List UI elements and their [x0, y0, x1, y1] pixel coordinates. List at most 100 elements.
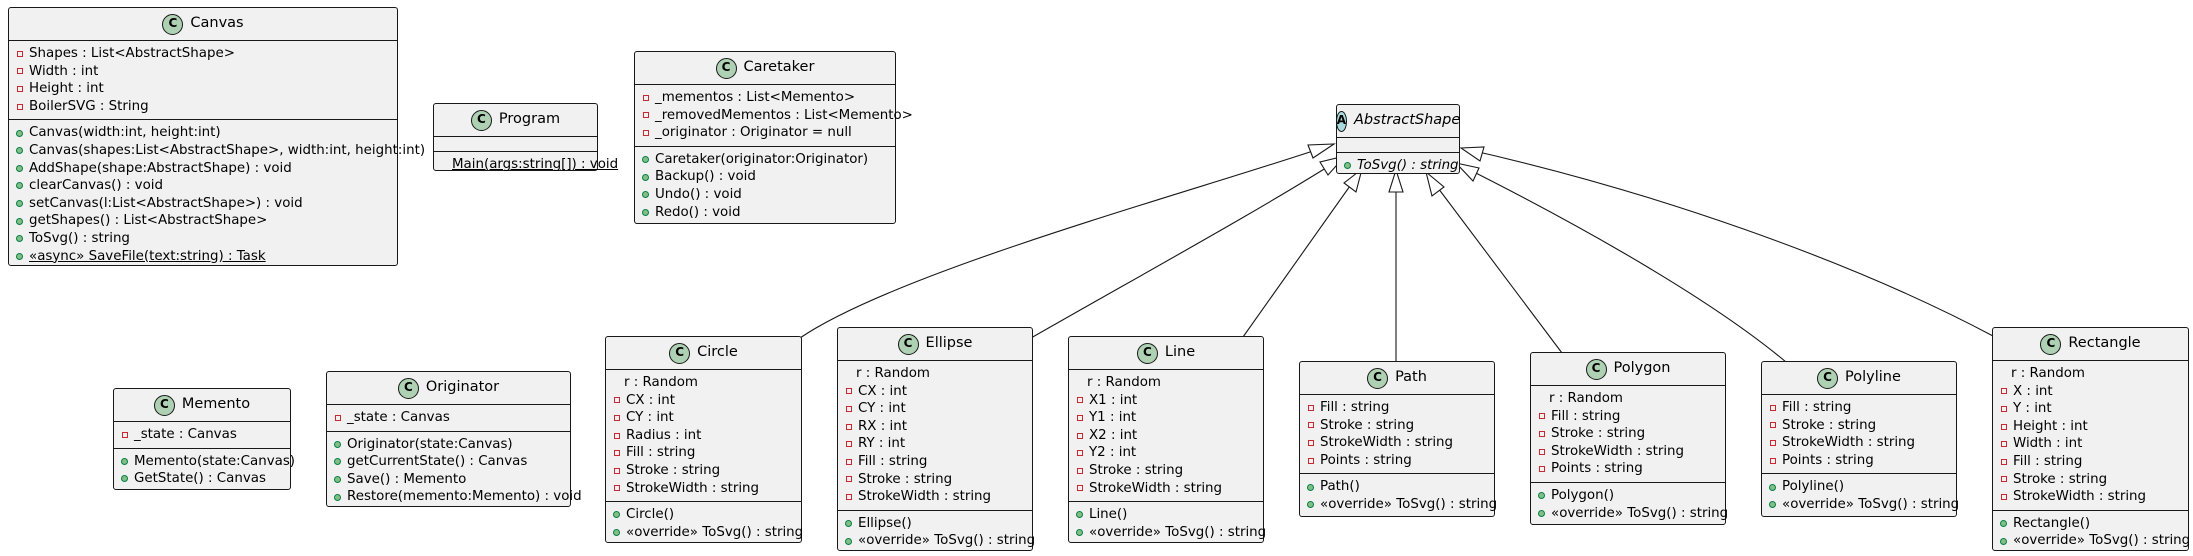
public-visibility-icon — [333, 493, 342, 501]
field-text: X : int — [2013, 383, 2053, 399]
class-icon: C — [1367, 367, 1389, 389]
field-row: Width : int — [9, 63, 397, 81]
field-text: BoilerSVG : String — [29, 98, 149, 114]
method-text: getCurrentState() : Canvas — [347, 454, 528, 470]
methods-section: Polygon()«override» ToSvg() : string — [1531, 481, 1728, 526]
field-text: Points : string — [1320, 452, 1412, 468]
fields-section — [434, 136, 597, 151]
field-row: StrokeWidth : string — [606, 480, 801, 498]
edge-rectangle-to-abstractshape — [1460, 147, 1994, 337]
field-row: Y1 : int — [1069, 409, 1263, 427]
method-row: Canvas(width:int, height:int) — [9, 124, 397, 142]
methods-section: Polyline()«override» ToSvg() : string — [1762, 473, 1960, 517]
method-row: «override» ToSvg() : string — [1300, 496, 1497, 514]
method-row: clearCanvas() : void — [9, 177, 397, 195]
field-text: Fill : string — [626, 445, 696, 461]
method-row: ToSvg() : string — [9, 230, 397, 248]
field-text: Height : int — [29, 81, 104, 97]
public-visibility-icon — [1768, 501, 1777, 509]
field-row: Fill : string — [606, 444, 801, 462]
field-row: Fill : string — [1531, 408, 1725, 426]
private-visibility-icon — [1768, 404, 1777, 411]
private-visibility-icon — [15, 85, 24, 92]
public-visibility-icon — [612, 529, 621, 537]
private-visibility-icon — [1999, 458, 2008, 465]
public-visibility-icon — [15, 252, 24, 260]
field-row: Stroke : string — [1531, 425, 1725, 443]
method-text: Rectangle() — [2013, 515, 2091, 531]
field-text: RX : int — [858, 418, 907, 434]
public-visibility-icon — [1343, 162, 1352, 170]
field-row: Stroke : string — [1300, 417, 1494, 435]
field-text: r : Random — [624, 375, 698, 390]
private-visibility-icon — [1537, 413, 1546, 420]
field-text: r : Random — [1087, 375, 1161, 390]
method-row: «override» ToSvg() : string — [1993, 532, 2190, 550]
method-row: Polygon() — [1531, 487, 1725, 505]
private-visibility-icon — [1768, 422, 1777, 429]
field-row: Stroke : string — [606, 462, 801, 480]
field-text: Stroke : string — [1089, 462, 1184, 478]
class-icon: C — [470, 109, 492, 131]
method-text: «override» ToSvg() : string — [1782, 496, 1960, 512]
method-row: Backup() : void — [635, 168, 895, 186]
public-visibility-icon — [641, 191, 650, 199]
method-row: Circle() — [606, 506, 801, 524]
field-text: StrokeWidth : string — [1089, 480, 1223, 496]
field-text: _state : Canvas — [347, 410, 450, 425]
arrowhead-line — [1343, 167, 1363, 193]
method-text: Polygon() — [1551, 487, 1615, 503]
field-row: Points : string — [1300, 452, 1494, 470]
private-visibility-icon — [1999, 405, 2008, 412]
field-row: r : Random — [1069, 374, 1263, 392]
class-name: Path — [1395, 369, 1427, 386]
field-row: _mementos : List<Memento> — [635, 89, 895, 107]
field-text: Points : string — [1782, 452, 1874, 468]
private-visibility-icon — [612, 467, 621, 474]
private-visibility-icon — [844, 458, 853, 465]
private-visibility-icon — [1075, 450, 1084, 457]
method-text: getShapes() : List<AbstractShape> — [29, 213, 268, 229]
fields-section: _state : Canvas — [114, 421, 290, 448]
public-visibility-icon — [15, 129, 24, 137]
class-icon: C — [1585, 358, 1607, 380]
method-row: Undo() : void — [635, 186, 895, 204]
private-visibility-icon — [1075, 414, 1084, 421]
field-text: Fill : string — [1551, 408, 1621, 424]
private-visibility-icon — [1306, 439, 1315, 446]
field-row: r : Random — [1993, 365, 2188, 383]
class-name: AbstractShape — [1354, 112, 1461, 129]
field-text: r : Random — [2011, 366, 2085, 381]
class-icon: C — [897, 333, 919, 355]
method-text: Undo() : void — [655, 186, 742, 202]
private-visibility-icon — [120, 431, 129, 438]
method-text: Main(args:string[]) : void — [452, 157, 619, 172]
methods-section: Canvas(width:int, height:int)Canvas(shap… — [9, 119, 425, 269]
field-text: RY : int — [858, 436, 906, 452]
private-visibility-icon — [844, 441, 853, 448]
arrowhead-path — [1388, 168, 1404, 193]
field-text: StrokeWidth : string — [1320, 435, 1454, 451]
public-visibility-icon — [15, 147, 24, 155]
class-icon: C — [153, 394, 175, 416]
public-visibility-icon — [1075, 511, 1084, 519]
field-row: Fill : string — [838, 453, 1032, 471]
field-text: StrokeWidth : string — [1551, 443, 1685, 459]
field-text: StrokeWidth : string — [1782, 435, 1916, 451]
edge-polygon-to-abstractshape — [1425, 171, 1563, 354]
method-row: Line() — [1069, 506, 1263, 524]
public-visibility-icon — [641, 173, 650, 181]
method-row: setCanvas(l:List<AbstractShape>) : void — [9, 195, 397, 213]
private-visibility-icon — [15, 103, 24, 110]
field-row: _originator : Originator = null — [635, 124, 895, 142]
private-visibility-icon — [612, 450, 621, 457]
